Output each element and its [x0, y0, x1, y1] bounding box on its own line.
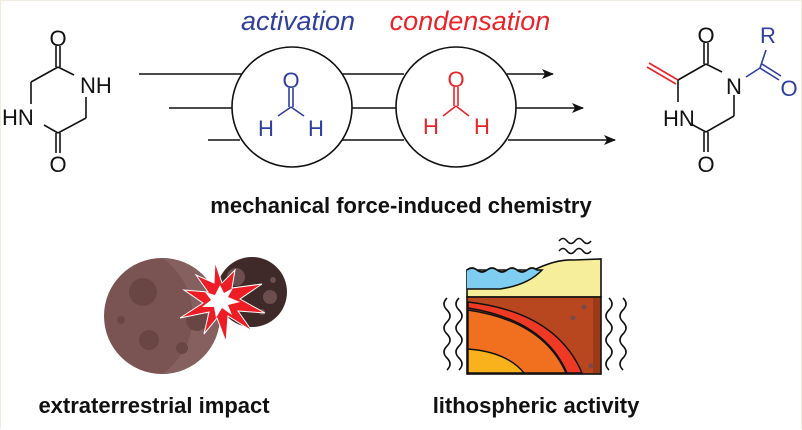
- product-atom-o-acyl: O: [780, 76, 797, 101]
- condensation-atom-o: O: [447, 67, 464, 92]
- scenario-label-impact: extraterrestrial impact: [38, 393, 270, 418]
- activation-atom-o: O: [282, 68, 299, 93]
- activation-label: activation: [241, 6, 355, 36]
- lithosphere-icon: [443, 237, 627, 375]
- product-atom-o-bottom: O: [697, 152, 714, 177]
- seismic-waves: [443, 297, 627, 371]
- product-atom-o-top: O: [697, 23, 714, 48]
- activation-reagent: O H H: [231, 46, 353, 168]
- product-atom-r: R: [760, 23, 776, 48]
- asteroid-impact-icon: [104, 257, 287, 374]
- condensation-reagent: O H H: [395, 46, 517, 168]
- scenario-label-litho: lithospheric activity: [433, 393, 640, 418]
- reactant-atom-o-top: O: [49, 26, 66, 51]
- mechanism-caption: mechanical force-induced chemistry: [210, 193, 592, 218]
- reactant-atom-o-bottom: O: [49, 152, 66, 177]
- reaction-arrows: [139, 69, 616, 145]
- activation-atom-h-right: H: [308, 116, 324, 141]
- reactant-atom-nh: NH: [80, 73, 112, 98]
- condensation-atom-h-right: H: [474, 114, 490, 139]
- product-atom-n: N: [726, 74, 742, 99]
- condensation-atom-h-left: H: [423, 114, 439, 139]
- product-structure: O N HN O R O: [646, 23, 798, 177]
- condensation-label: condensation: [390, 6, 551, 36]
- water-layer: [467, 268, 542, 289]
- core-layer: [467, 348, 526, 374]
- reactant-structure: [30, 46, 87, 153]
- heat-waves: [558, 237, 592, 255]
- product-atom-hn: HN: [663, 106, 695, 131]
- activation-atom-h-left: H: [258, 116, 274, 141]
- reactant-atom-hn: HN: [2, 105, 34, 130]
